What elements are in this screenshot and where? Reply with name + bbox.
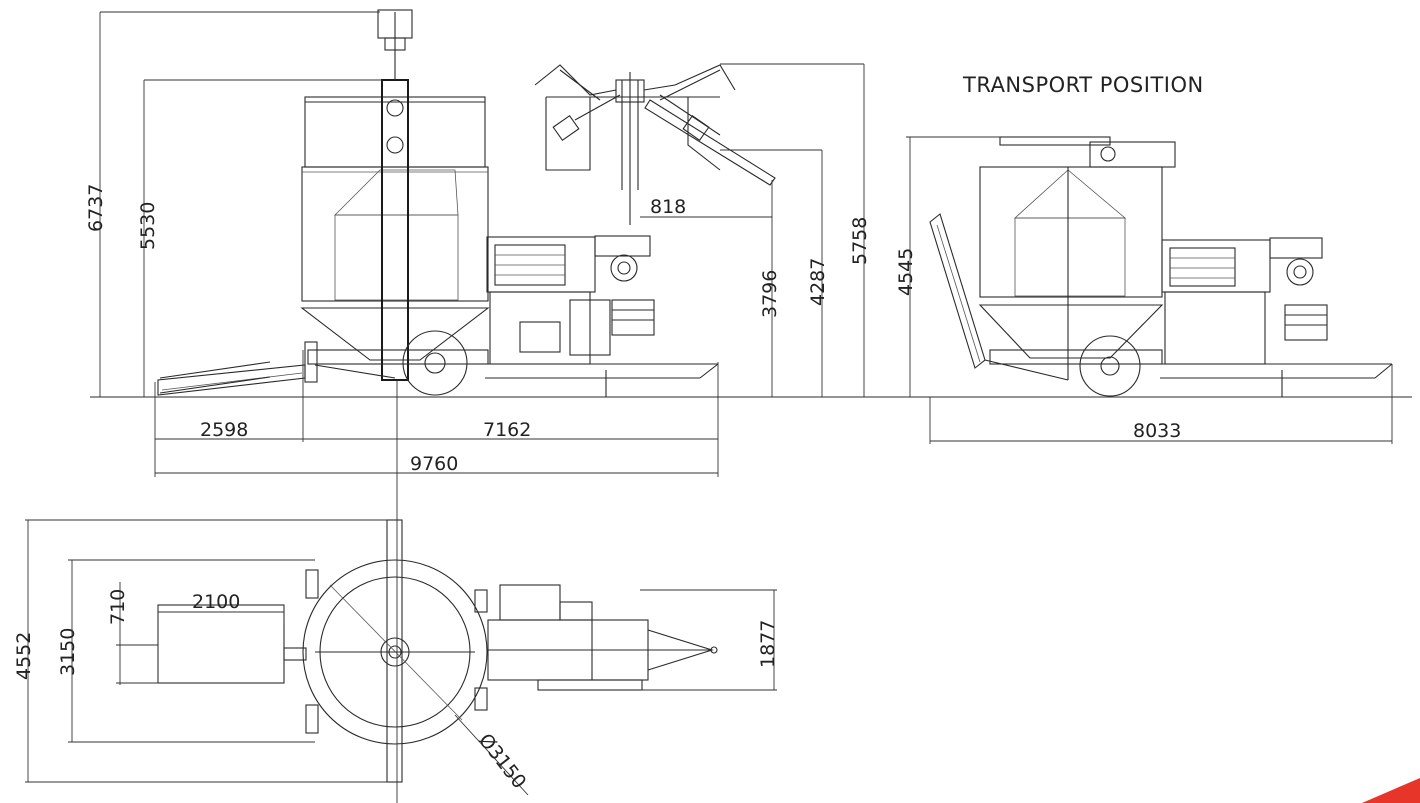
dim-height-3796: 3796 <box>759 270 781 318</box>
transport-view-dims: 4545 8033 <box>895 136 1393 444</box>
dim-width-1877: 1877 <box>757 620 779 668</box>
raised-arm-detail <box>534 64 776 225</box>
dim-diameter-3150: Ø3150 <box>474 730 530 793</box>
dim-length-2100: 2100 <box>192 591 240 613</box>
dim-length-9760: 9760 <box>410 453 458 475</box>
side-view-length-dims: 2598 7162 9760 <box>154 350 719 803</box>
dim-height-6737: 6737 <box>85 184 107 232</box>
transport-view-machine <box>929 136 1393 397</box>
dim-width-4552: 4552 <box>13 632 35 680</box>
dim-height-4545: 4545 <box>895 248 917 296</box>
dim-offset-710: 710 <box>107 589 129 625</box>
dim-width-3150: 3150 <box>57 628 79 676</box>
dim-height-4287: 4287 <box>807 258 829 306</box>
top-view-drum <box>302 559 488 745</box>
dim-length-8033: 8033 <box>1133 420 1181 442</box>
side-view-height-dims: 6737 5530 <box>85 11 382 397</box>
dim-height-5758: 5758 <box>849 217 871 265</box>
top-view-machine <box>157 519 718 783</box>
dim-length-2598: 2598 <box>200 419 248 441</box>
transport-position-title: TRANSPORT POSITION <box>962 73 1204 97</box>
dim-length-7162: 7162 <box>483 419 531 441</box>
wheel <box>402 330 468 396</box>
dim-height-5530: 5530 <box>137 202 159 250</box>
brand-accent-corner <box>1362 778 1420 803</box>
raised-arm-dims: 818 3796 4287 5758 <box>640 63 871 397</box>
dim-reach-818: 818 <box>650 196 686 218</box>
top-view-dims: 4552 3150 2100 710 1877 Ø3150 <box>13 519 779 796</box>
side-view-machine <box>157 9 719 397</box>
transport-wheel <box>1079 335 1141 397</box>
